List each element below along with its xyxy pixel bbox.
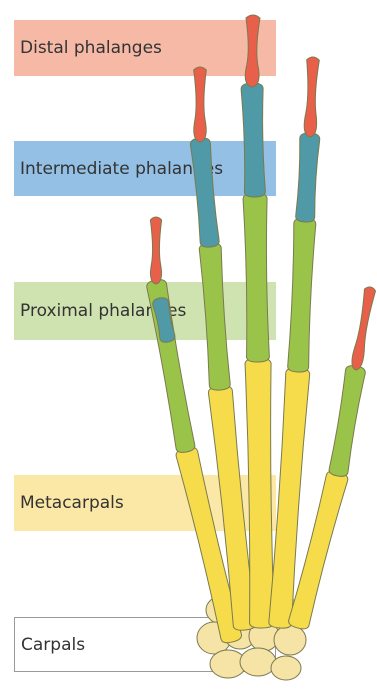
carpal-bone	[271, 656, 301, 680]
proximal-phalanx-index	[199, 242, 231, 391]
distal-phalanx-index	[194, 67, 207, 142]
proximal-phalanx-little	[328, 364, 366, 477]
distal-phalanx-little	[350, 286, 376, 371]
distal-phalanx-thumb	[150, 217, 161, 284]
distal-phalanx-middle	[245, 15, 260, 87]
distal-phalanx-ring	[304, 57, 320, 137]
proximal-phalanx-middle	[243, 193, 270, 362]
carpal-bone	[240, 648, 276, 676]
metacarpal-bones	[175, 358, 349, 645]
intermediate-phalanx-ring	[295, 132, 320, 222]
intermediate-phalanx-middle	[241, 83, 266, 198]
proximal-phalanx-ring	[287, 217, 316, 372]
metacarpal-middle	[245, 358, 275, 628]
intermediate-phalanx-index	[190, 137, 220, 248]
carpal-bone	[274, 625, 306, 655]
